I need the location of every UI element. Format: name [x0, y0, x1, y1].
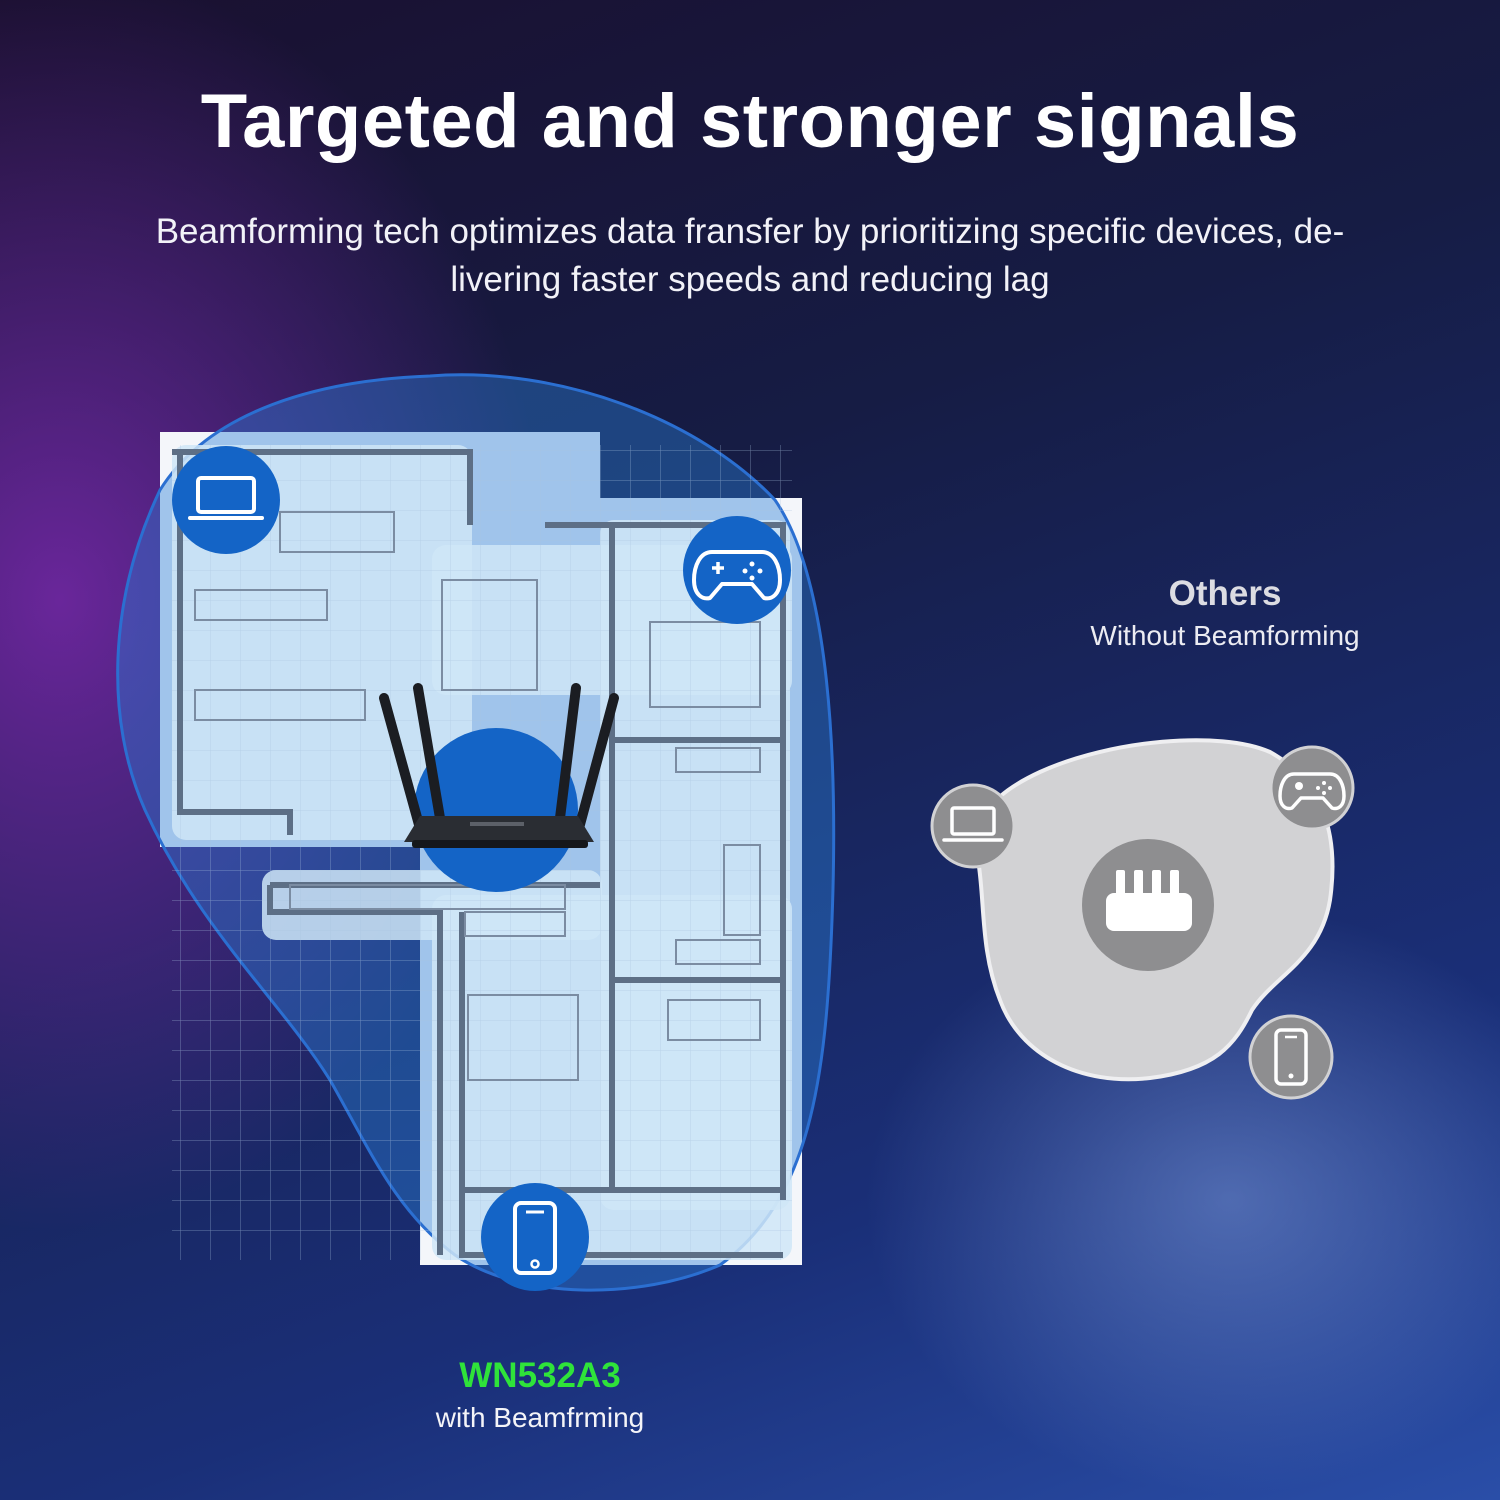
laptop-device: [172, 446, 280, 554]
model-caption: with Beamfrming: [435, 1402, 645, 1433]
page-subtitle: Beamforming tech optimizes data fransfer…: [50, 208, 1450, 304]
gamepad-icon: [692, 550, 782, 601]
router-icon: [1106, 870, 1192, 931]
smartphone-icon: [513, 1201, 557, 1275]
others-panel: [930, 738, 1355, 1100]
laptop-icon: [196, 476, 256, 514]
page-title: Targeted and stronger signals: [200, 79, 1300, 164]
laptop-icon: [950, 806, 996, 836]
others-title: Others: [1168, 574, 1282, 613]
smartphone-device-others: [1248, 1014, 1334, 1100]
subtitle-line-2: livering faster speeds and reducing lag: [450, 260, 1050, 299]
router-badge: [1082, 839, 1214, 971]
others-label: Others Without Beamforming: [1020, 574, 1430, 652]
router-icon: [379, 683, 619, 848]
smartphone-icon: [1274, 1028, 1308, 1086]
gamepad-device: [683, 516, 791, 624]
others-caption: Without Beamforming: [1090, 620, 1360, 651]
subtitle-line-1: Beamforming tech optimizes data fransfer…: [155, 212, 1345, 251]
laptop-device-others: [930, 783, 1016, 869]
floorplan-furniture: [194, 511, 761, 1081]
gamepad-device-others: [1269, 745, 1355, 831]
floorplan-panel: [116, 373, 836, 1292]
router-device: [379, 683, 619, 892]
gamepad-icon: [1278, 772, 1346, 811]
smartphone-device: [481, 1183, 589, 1291]
model-name: WN532A3: [459, 1356, 621, 1395]
product-label: WN532A3 with Beamfrming: [330, 1356, 750, 1434]
